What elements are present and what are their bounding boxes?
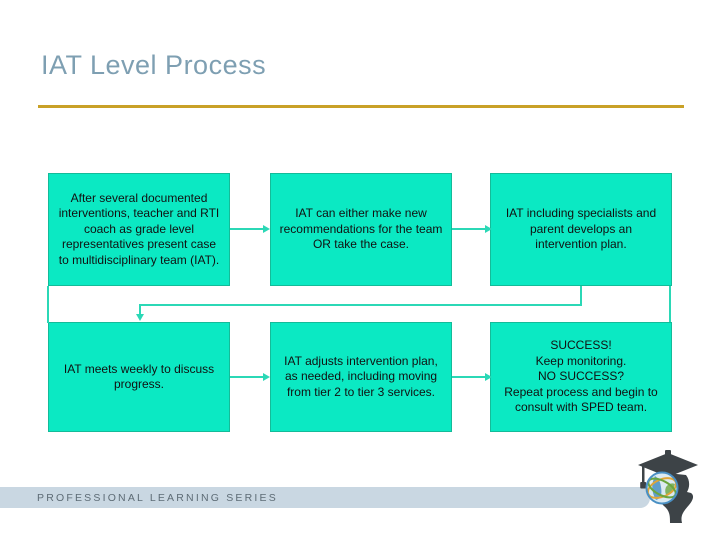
- flow-box-step6-line1: SUCCESS!: [550, 338, 612, 353]
- flow-box-step1-text: After several documented interventions, …: [58, 190, 220, 267]
- flow-box-step4-text: IAT meets weekly to discuss progress.: [63, 361, 215, 392]
- flow-box-step6-line2: Keep monitoring.: [535, 353, 627, 368]
- connector-step4-step5: [230, 376, 263, 378]
- arrowhead-step1-step2-icon: [263, 225, 270, 233]
- connector-step3-step4-segment-down: [580, 286, 582, 305]
- connector-step3-step6: [669, 286, 671, 322]
- title-underline: [38, 105, 684, 108]
- series-label: PROFESSIONAL LEARNING SERIES: [37, 491, 278, 504]
- arrowhead-step3-step4-icon: [136, 314, 144, 321]
- flow-box-step6-line4: Repeat process and begin to consult with…: [504, 384, 658, 415]
- connector-step3-step4-segment-across: [139, 304, 582, 306]
- connector-step1-step4: [47, 286, 49, 323]
- connector-step5-step6: [452, 376, 485, 378]
- connector-step2-step3: [452, 228, 485, 230]
- page-title: IAT Level Process: [41, 50, 267, 80]
- connector-step1-step2: [230, 228, 263, 230]
- flow-box-step1[interactable]: After several documented interventions, …: [48, 173, 230, 286]
- flow-box-step5[interactable]: IAT adjusts intervention plan, as needed…: [270, 322, 452, 432]
- flow-box-step6-line3: NO SUCCESS?: [537, 369, 625, 384]
- arrowhead-step2-step3-icon: [485, 225, 492, 233]
- flow-box-step2-text: IAT can either make new recommendations …: [279, 206, 443, 252]
- flow-box-step2[interactable]: IAT can either make new recommendations …: [270, 173, 452, 286]
- flow-box-step4[interactable]: IAT meets weekly to discuss progress.: [48, 322, 230, 432]
- flow-box-step3[interactable]: IAT including specialists and parent dev…: [490, 173, 672, 286]
- flow-box-step3-text: IAT including specialists and parent dev…: [505, 206, 657, 252]
- arrowhead-step4-step5-icon: [263, 373, 270, 381]
- graduation-cap-globe-logo-icon: [638, 450, 698, 523]
- connector-step3-step4-segment-drop: [139, 304, 141, 315]
- arrowhead-step5-step6-icon: [485, 373, 492, 381]
- flow-box-step5-text: IAT adjusts intervention plan, as needed…: [284, 353, 438, 399]
- flow-box-step6[interactable]: SUCCESS! Keep monitoring. NO SUCCESS? Re…: [490, 322, 672, 432]
- footer-band: PROFESSIONAL LEARNING SERIES: [0, 487, 650, 508]
